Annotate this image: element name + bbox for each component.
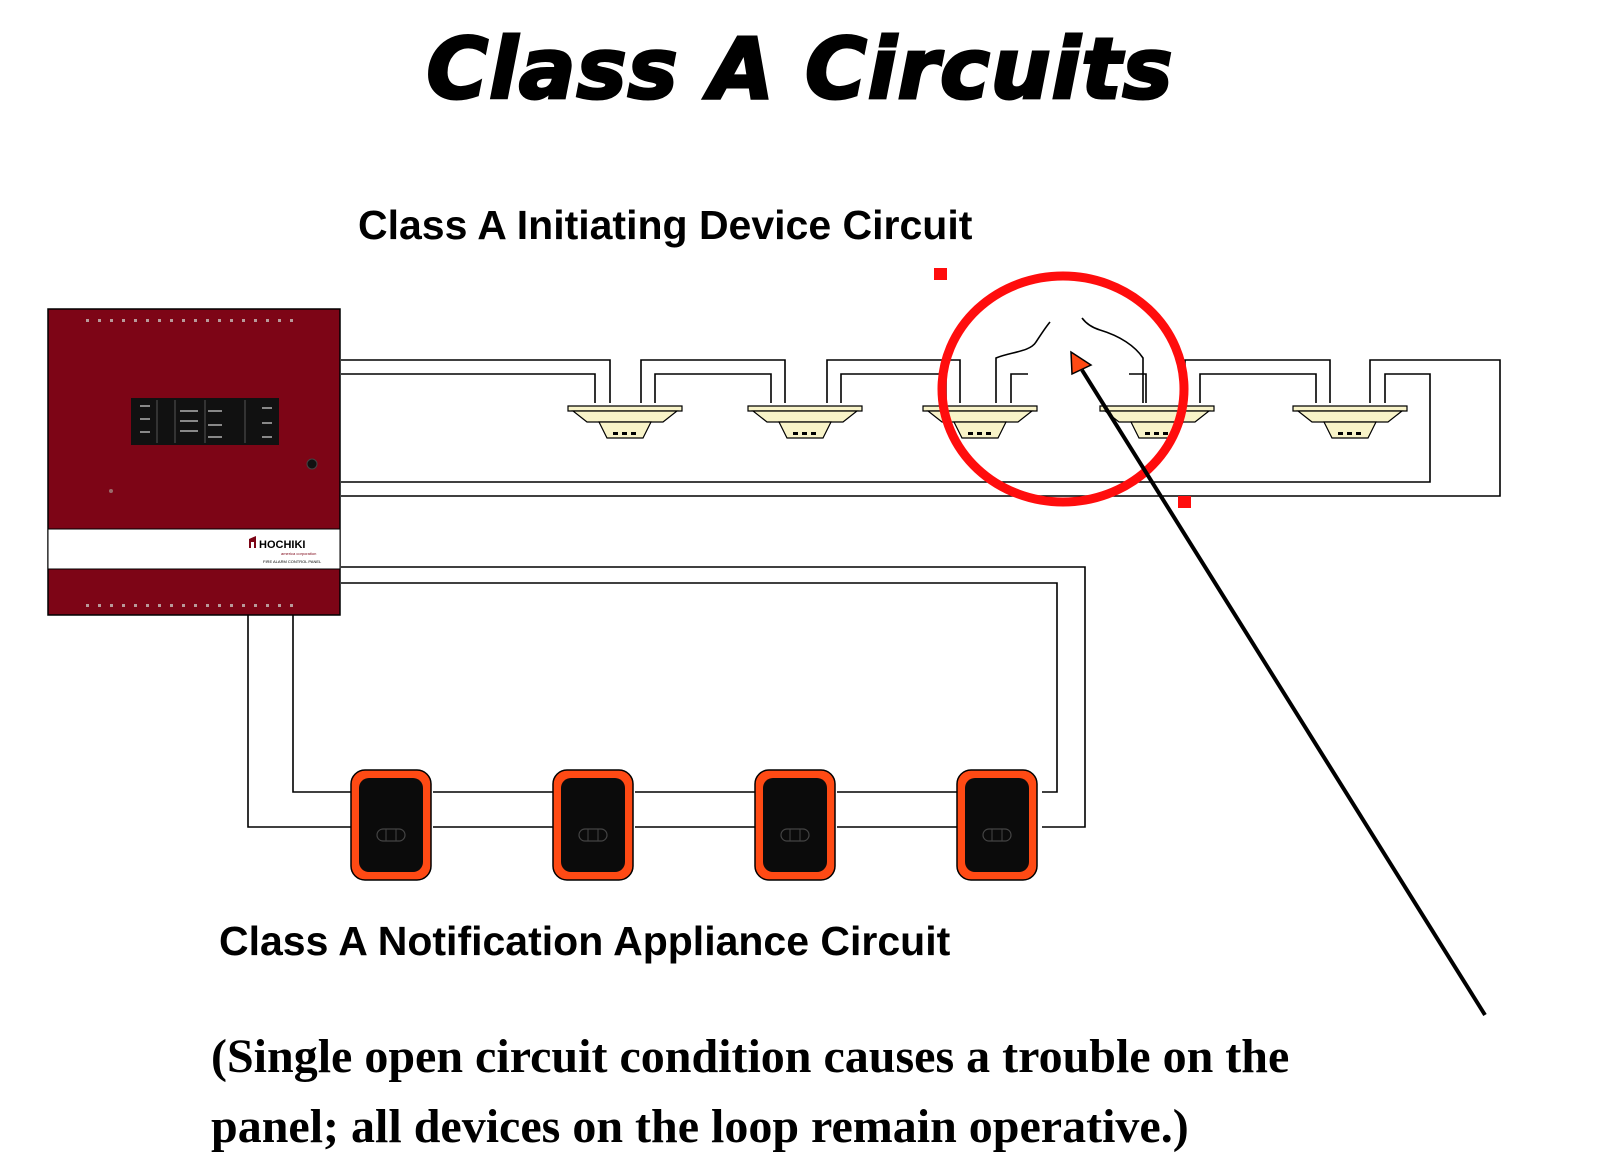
selection-handle [1178,496,1191,508]
idc-heading: Class A Initiating Device Circuit [358,202,973,248]
explanation-note: (Single open circuit condition causes a … [211,1022,1581,1162]
panel-display [131,398,279,445]
selection-handle [934,268,947,280]
nac-heading: Class A Notification Appliance Circuit [219,918,951,964]
open-circuit-highlight [937,271,1189,507]
fire-alarm-panel-icon: HOCHIKI america corporation FIRE ALARM C… [47,308,341,616]
smoke-detector-icon [567,405,683,439]
horn-strobes [350,769,1038,881]
panel-brand: HOCHIKI [259,539,305,551]
page-title: Class A Circuits [425,19,1174,120]
note-line-2: panel; all devices on the loop remain op… [211,1100,1189,1153]
horn-strobe-icon [552,769,634,881]
panel-key-lock-icon [306,458,318,470]
horn-strobe-icon [754,769,836,881]
smoke-detectors [567,405,1408,439]
panel-rivets-top [86,319,293,607]
pointer-arrowhead-icon [1070,350,1093,376]
smoke-detector-icon [922,405,1038,439]
horn-strobe-icon [956,769,1038,881]
horn-strobe-icon [350,769,432,881]
nac-wiring [247,566,1086,828]
smoke-detector-icon [1292,405,1408,439]
panel-brand-sub: america corporation [281,551,316,556]
pointer-arrow-line [1080,368,1487,1017]
smoke-detector-icon [747,405,863,439]
panel-caption: FIRE ALARM CONTROL PANEL [263,559,322,564]
hochiki-logo-icon [249,536,256,548]
note-line-1: (Single open circuit condition causes a … [211,1030,1290,1083]
smoke-detector-icon [1099,405,1215,439]
